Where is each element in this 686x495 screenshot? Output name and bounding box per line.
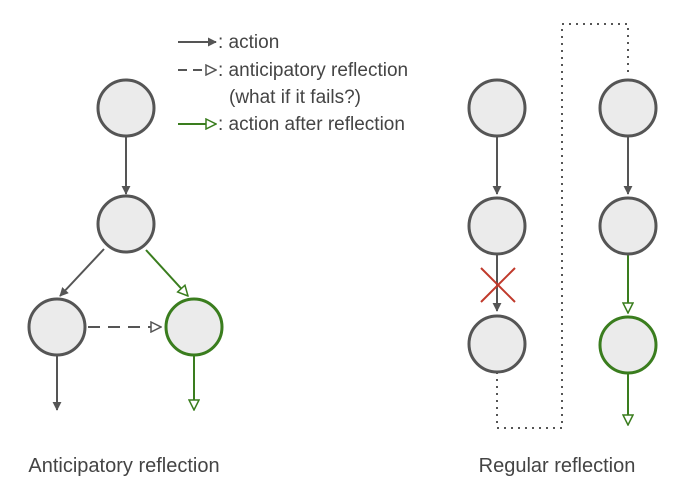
node-r2-middle [598,196,658,256]
node-r1-bottom [467,314,527,374]
legend: : action : anticipatory reflection (what… [178,32,408,135]
anticipatory-reflection-diagram [27,78,224,410]
fail-x-icon [480,267,516,303]
node-left-middle [96,194,156,254]
legend-after-reflection-label: : action after reflection [218,114,405,135]
node-r2-bottom-green [598,315,658,375]
node-left-bottom-left [27,297,87,357]
edge-mid-to-bottom-left [59,248,105,297]
reflection-dotted-path [496,23,629,429]
caption-anticipatory-reflection: Anticipatory reflection [28,455,219,477]
caption-regular-reflection: Regular reflection [479,455,636,477]
legend-anticipatory-label: : anticipatory reflection [218,60,408,81]
regular-reflection-diagram [467,23,658,429]
node-r2-top [598,78,658,138]
edge-mid-to-bottom-right-green [145,249,188,296]
node-left-bottom-right-green [164,297,224,357]
legend-action-label: : action [218,32,279,53]
legend-anticipatory-sublabel: (what if it fails?) [229,87,361,108]
node-r1-top [467,78,527,138]
node-left-top [96,78,156,138]
node-r1-middle [467,196,527,256]
